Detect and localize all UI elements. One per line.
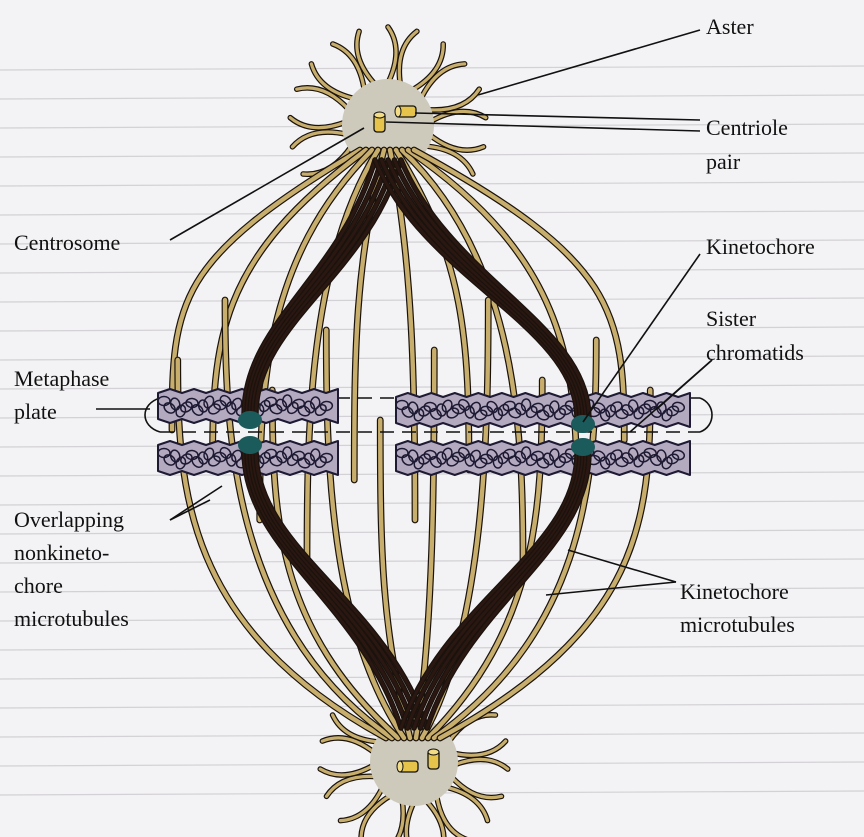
label-kinetochore-microtubules-2: microtubules	[680, 611, 795, 638]
aster-fiber	[311, 64, 355, 99]
label-sister-chromatids-1: Sister	[706, 305, 756, 332]
texture-line	[0, 66, 864, 70]
texture-line	[0, 298, 864, 302]
leader-aster	[478, 30, 700, 95]
label-overlapping-4: microtubules	[14, 605, 129, 632]
aster-fiber-core	[453, 741, 506, 755]
leader-kt-mt-1	[568, 550, 676, 582]
aster-fiber-core	[427, 89, 479, 110]
leader-overlap-1	[170, 486, 222, 520]
texture-line	[0, 95, 864, 99]
kinetochore-left-lower	[238, 436, 262, 454]
label-kinetochore-microtubules-1: Kinetochore	[680, 578, 789, 605]
label-kinetochore: Kinetochore	[706, 233, 815, 260]
label-overlapping-3: chore	[14, 572, 63, 599]
kinetochore-right-lower	[571, 438, 595, 456]
label-centriole-pair-1: Centriole	[706, 114, 788, 141]
label-overlapping-1: Overlapping	[14, 506, 124, 533]
label-overlapping-2: nonkineto-	[14, 539, 109, 566]
label-aster: Aster	[706, 13, 754, 40]
texture-line	[0, 646, 864, 650]
leader-centriole-1	[415, 113, 700, 120]
label-metaphase-plate-1: Metaphase	[14, 365, 109, 392]
aster-fiber	[445, 787, 487, 821]
label-sister-chromatids-2: chromatids	[706, 339, 804, 366]
kinetochore-right-upper	[571, 415, 595, 433]
chromatid-right-lower	[396, 441, 690, 475]
chromatid-right-upper	[396, 393, 690, 427]
label-centriole-pair-2: pair	[706, 148, 740, 175]
kinetochore-left-upper	[238, 411, 262, 429]
label-centrosome: Centrosome	[14, 229, 120, 256]
label-metaphase-plate-2: plate	[14, 398, 57, 425]
texture-line	[0, 269, 864, 273]
